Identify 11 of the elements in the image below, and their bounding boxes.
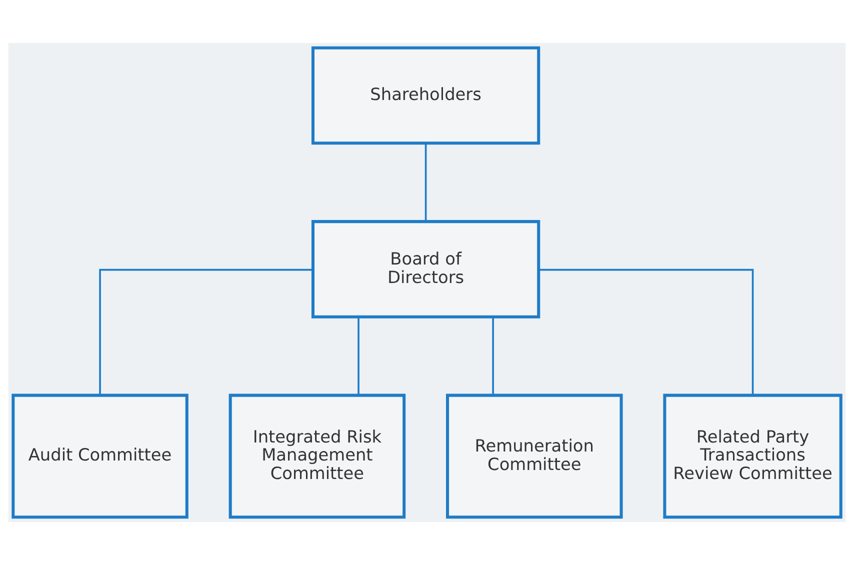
node-box: Shareholders bbox=[311, 46, 540, 144]
connector bbox=[492, 316, 494, 395]
connector bbox=[538, 268, 754, 395]
connector bbox=[358, 316, 360, 395]
connector bbox=[99, 268, 313, 395]
node-box: Audit Committee bbox=[12, 393, 188, 518]
node-box: Board of Directors bbox=[311, 220, 540, 318]
node-box: Remuneration Committee bbox=[446, 393, 623, 518]
connector bbox=[424, 142, 427, 221]
node-box: Related Party Transactions Review Committee bbox=[663, 393, 842, 518]
node-box: Integrated Risk Management Committee bbox=[228, 393, 406, 518]
